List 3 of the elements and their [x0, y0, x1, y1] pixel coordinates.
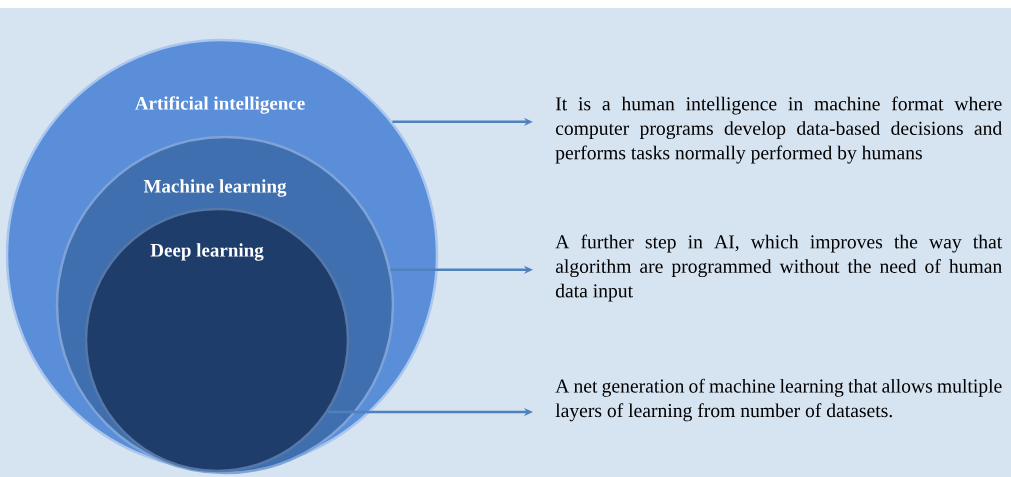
description-text: A further step in AI, which improves the way that algorithm are programmed without the need of human data input [555, 234, 1003, 302]
description-text: It is a human intelligence in machine format where computer programs develop data-based decisions and performs tasks normally performed by humans [555, 96, 1002, 164]
description-text: A net generation of machine learning that allows multiple layers of learning from number of datasets. [555, 378, 1002, 422]
